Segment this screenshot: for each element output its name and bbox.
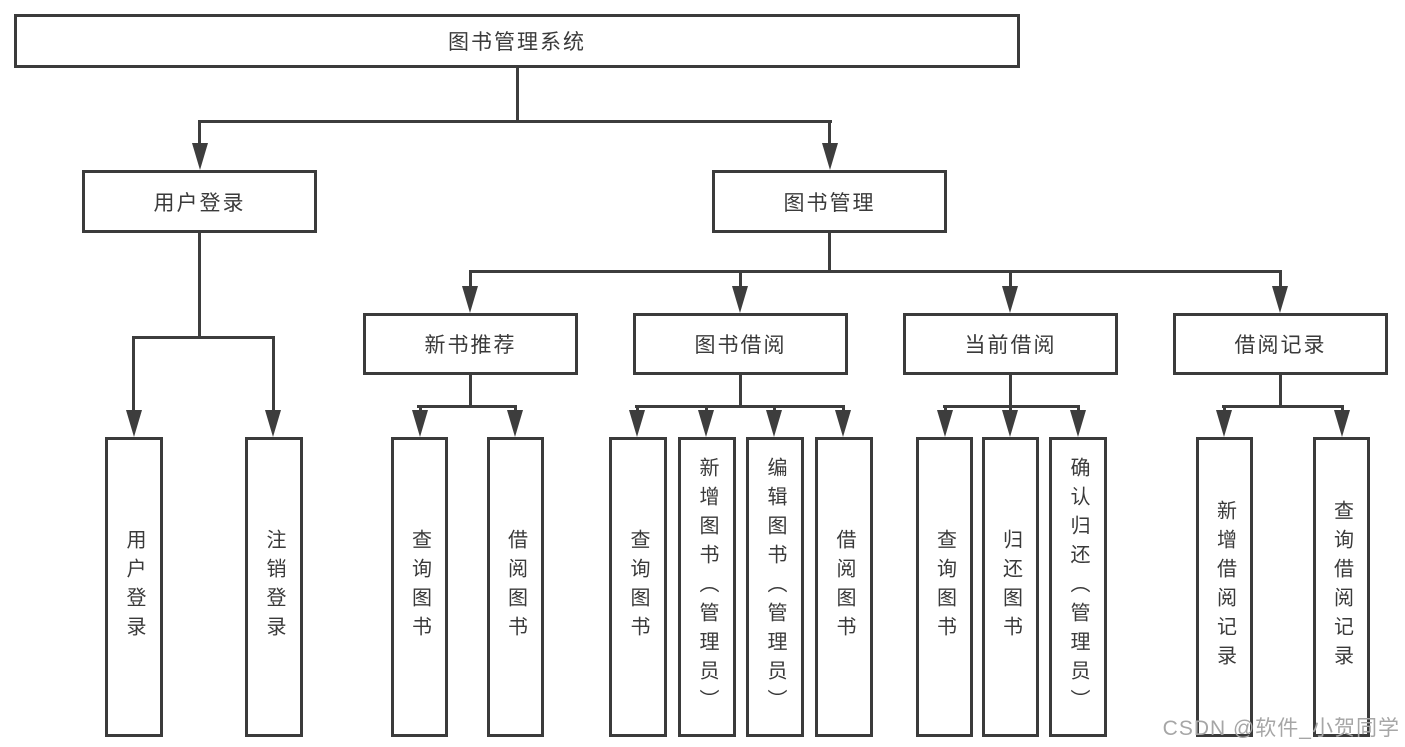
node-label: 图书借阅 — [694, 334, 787, 357]
edge-arrowhead — [265, 410, 281, 437]
edge-arrowhead — [462, 286, 478, 313]
node-leaf-user-login: 用户登录 — [105, 437, 163, 737]
connector-vline — [469, 375, 472, 405]
connector-vline — [828, 233, 831, 270]
edge-arrowhead — [766, 410, 782, 437]
node-label: 用户登录 — [153, 191, 246, 215]
node-label: 查询图书 — [933, 529, 956, 645]
edge-arrowhead — [1334, 410, 1350, 437]
node-root: 图书管理系统 — [14, 14, 1020, 68]
connector-vline — [739, 375, 742, 405]
connector-vline — [198, 120, 201, 145]
node-leaf-query-books-3: 查询图书 — [916, 437, 973, 737]
node-current-borrow: 当前借阅 — [903, 313, 1118, 375]
node-leaf-query-borrow-record: 查询借阅记录 — [1313, 437, 1370, 737]
node-leaf-add-borrow-record: 新增借阅记录 — [1196, 437, 1253, 737]
node-label: 借阅记录 — [1234, 334, 1327, 357]
node-label: 新增图书（管理员） — [696, 456, 718, 718]
edge-arrowhead — [1272, 286, 1288, 313]
edge-arrowhead — [629, 410, 645, 437]
edge-arrowhead — [412, 410, 428, 437]
edge-arrowhead — [937, 410, 953, 437]
node-borrow-records: 借阅记录 — [1173, 313, 1388, 375]
connector-vline — [419, 405, 422, 412]
node-label: 新增借阅记录 — [1213, 500, 1236, 674]
node-leaf-confirm-return-admin: 确认归还（管理员） — [1049, 437, 1107, 737]
connector-vline — [1009, 270, 1012, 288]
edge-arrowhead — [732, 286, 748, 313]
node-leaf-return-books: 归还图书 — [982, 437, 1039, 737]
node-label: 查询图书 — [408, 529, 431, 645]
connector-vline — [1279, 270, 1282, 288]
edge-arrowhead — [1002, 410, 1018, 437]
connector-vline — [272, 336, 275, 412]
edge-arrowhead — [698, 410, 714, 437]
connector-vline — [842, 405, 845, 412]
node-label: 当前借阅 — [964, 334, 1057, 357]
connector-vline — [705, 405, 708, 412]
node-book-management: 图书管理 — [712, 170, 947, 233]
connector-hline — [417, 405, 517, 408]
connector-vline — [516, 68, 519, 120]
node-label: 归还图书 — [999, 529, 1022, 645]
connector-vline — [1341, 405, 1344, 412]
connector-vline — [132, 336, 135, 412]
edge-arrowhead — [822, 143, 838, 170]
node-leaf-query-books-1: 查询图书 — [391, 437, 448, 737]
edge-arrowhead — [1216, 410, 1232, 437]
node-new-book-recommend: 新书推荐 — [363, 313, 578, 375]
connector-vline — [1009, 405, 1012, 412]
connector-vline — [944, 405, 947, 412]
node-leaf-logout: 注销登录 — [245, 437, 303, 737]
node-leaf-edit-books-admin: 编辑图书（管理员） — [746, 437, 804, 737]
connector-hline — [469, 270, 1282, 273]
edge-arrowhead — [192, 143, 208, 170]
node-label: 编辑图书（管理员） — [764, 456, 786, 718]
node-leaf-borrow-books-1: 借阅图书 — [487, 437, 544, 737]
connector-vline — [469, 270, 472, 288]
connector-vline — [1223, 405, 1226, 412]
node-label: 新书推荐 — [424, 334, 517, 357]
csdn-watermark: CSDN @软件_小贺同学 — [1162, 717, 1400, 740]
connector-hline — [635, 405, 845, 408]
node-label: 用户登录 — [123, 529, 145, 645]
edge-arrowhead — [1002, 286, 1018, 313]
connector-vline — [1009, 375, 1012, 405]
connector-hline — [132, 336, 275, 339]
connector-vline — [1279, 375, 1282, 405]
edge-arrowhead — [507, 410, 523, 437]
node-label: 借阅图书 — [504, 529, 527, 645]
connector-vline — [1077, 405, 1080, 412]
node-label: 查询图书 — [627, 529, 649, 645]
node-leaf-query-books-2: 查询图书 — [609, 437, 667, 737]
connector-vline — [739, 270, 742, 288]
node-label: 图书管理 — [783, 191, 876, 215]
node-label: 确认归还（管理员） — [1067, 456, 1089, 718]
edge-arrowhead — [835, 410, 851, 437]
connector-hline — [198, 120, 832, 123]
connector-vline — [514, 405, 517, 412]
edge-arrowhead — [126, 410, 142, 437]
node-leaf-add-books-admin: 新增图书（管理员） — [678, 437, 736, 737]
node-root-label: 图书管理系统 — [448, 31, 586, 54]
node-label: 注销登录 — [263, 529, 285, 645]
node-leaf-borrow-books-2: 借阅图书 — [815, 437, 873, 737]
connector-vline — [636, 405, 639, 412]
node-user-login: 用户登录 — [82, 170, 317, 233]
connector-vline — [773, 405, 776, 412]
edge-arrowhead — [1070, 410, 1086, 437]
node-label: 查询借阅记录 — [1330, 500, 1353, 674]
connector-vline — [828, 120, 831, 145]
connector-vline — [198, 233, 201, 336]
node-label: 借阅图书 — [833, 529, 855, 645]
connector-hline — [1222, 405, 1343, 408]
node-book-borrow: 图书借阅 — [633, 313, 848, 375]
